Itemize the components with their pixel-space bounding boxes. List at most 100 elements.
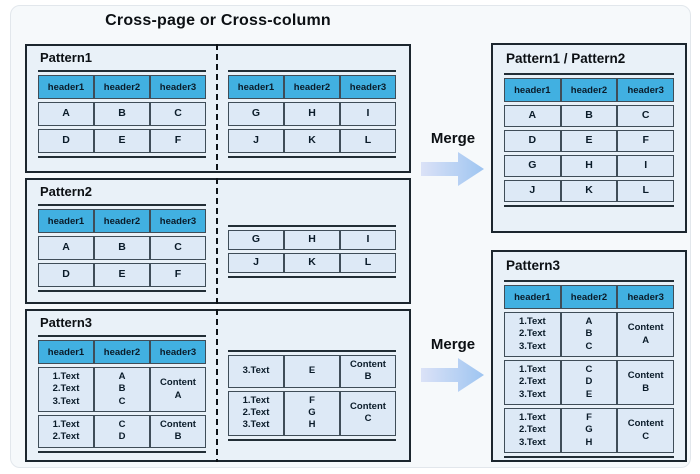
data-cell: D (38, 263, 94, 287)
data-cell: I (340, 102, 396, 126)
data-cell: L (340, 253, 396, 273)
header-cell: header3 (150, 209, 206, 233)
data-cell: A (38, 102, 94, 126)
data-cell: A (504, 105, 561, 127)
header-cell: header3 (150, 340, 206, 364)
data-cell: C (150, 102, 206, 126)
merge-label: Merge (430, 336, 476, 353)
header-cell: header3 (340, 75, 396, 99)
data-cell: 3.Text (228, 355, 284, 388)
data-cell: Content A (617, 312, 674, 358)
header-cell: header1 (504, 285, 561, 309)
merge-group-top: Merge (417, 130, 489, 188)
merged-pattern3-label: Pattern3 (506, 258, 561, 273)
page-break-dashed-divider (216, 309, 218, 462)
data-cell: B (560, 105, 618, 127)
data-cell: B (94, 236, 150, 260)
diagram-title: Cross-page or Cross-column (105, 12, 331, 29)
data-cell: Content C (340, 390, 396, 436)
page-break-dashed-divider (216, 44, 218, 173)
data-cell: 1.Text 2.Text (38, 415, 94, 448)
data-cell: Content B (617, 360, 674, 406)
data-cell: C D E (560, 360, 618, 406)
data-cell: C (617, 105, 674, 127)
header-cell: header1 (38, 209, 94, 233)
data-cell: L (340, 129, 396, 153)
data-cell: H (284, 230, 340, 250)
header-cell: header1 (228, 75, 284, 99)
data-cell: 1.Text 2.Text 3.Text (504, 312, 561, 358)
data-cell: B (94, 102, 150, 126)
data-cell: D (504, 130, 561, 152)
header-cell: header3 (617, 78, 674, 102)
data-cell: G (228, 102, 284, 126)
header-cell: header1 (504, 78, 561, 102)
data-cell: C D (94, 415, 150, 448)
data-cell: Content B (150, 415, 206, 448)
data-cell: 1.Text 2.Text 3.Text (504, 408, 561, 454)
merged-pattern1-pattern2-label: Pattern1 / Pattern2 (506, 51, 626, 66)
page-break-dashed-divider (216, 178, 218, 304)
data-cell: E (560, 130, 618, 152)
data-cell: A (38, 236, 94, 260)
header-cell: header1 (38, 340, 94, 364)
data-cell: H (560, 155, 618, 177)
data-cell: D (38, 129, 94, 153)
data-cell: J (228, 129, 284, 153)
data-cell: G (504, 155, 561, 177)
header-cell: header2 (284, 75, 340, 99)
data-cell: 1.Text 2.Text 3.Text (228, 390, 284, 436)
header-cell: header1 (38, 75, 94, 99)
merge-group-bottom: Merge (417, 336, 489, 394)
data-cell: E (94, 129, 150, 153)
data-cell: A B C (560, 312, 618, 358)
pattern3-label: Pattern3 (40, 315, 93, 330)
header-cell: header2 (94, 209, 150, 233)
data-cell: I (617, 155, 674, 177)
data-cell: F (150, 129, 206, 153)
data-cell: Content C (617, 408, 674, 454)
data-cell: C (150, 236, 206, 260)
header-cell: header3 (150, 75, 206, 99)
merge-label: Merge (430, 130, 476, 147)
header-cell: header2 (560, 78, 618, 102)
merge-arrow-icon (421, 358, 484, 392)
data-cell: J (228, 253, 284, 273)
data-cell: Content B (340, 355, 396, 388)
data-cell: E (284, 355, 340, 388)
data-cell: F (617, 130, 674, 152)
data-cell: G (228, 230, 284, 250)
data-cell: Content A (150, 367, 206, 413)
merge-arrow-icon (421, 152, 484, 186)
data-cell: F G H (560, 408, 618, 454)
header-cell: header2 (560, 285, 618, 309)
